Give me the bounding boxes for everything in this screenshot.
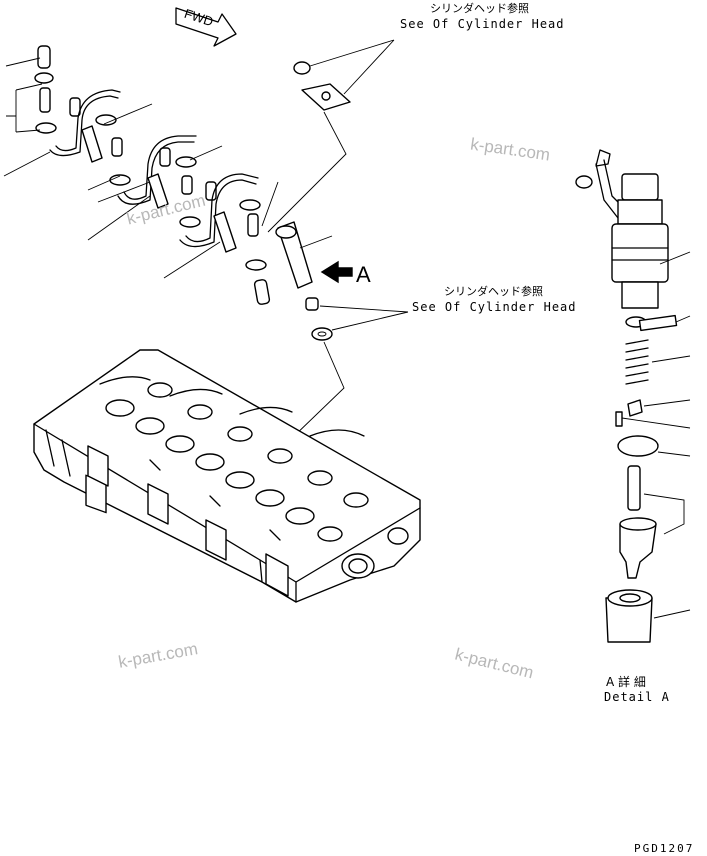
fwd-arrow-icon bbox=[175, 7, 237, 47]
detail-a-title-en: Detail A bbox=[604, 690, 670, 704]
detail-a-title-jp: A 詳 細 bbox=[606, 675, 646, 689]
cylinder-head-ref-parts-top bbox=[267, 39, 395, 233]
injector-detail-a bbox=[575, 149, 691, 643]
cylinder-head-ref-en-mid: See Of Cylinder Head bbox=[412, 300, 577, 314]
view-a-arrow-icon bbox=[320, 260, 353, 284]
cylinder-head-ref-parts-mid bbox=[289, 297, 409, 441]
cylinder-head-ref-jp-top: シリンダヘッド参照 bbox=[430, 2, 529, 15]
cylinder-head-ref-en-top: See Of Cylinder Head bbox=[400, 17, 565, 31]
page-code: PGD1207 bbox=[634, 842, 695, 855]
view-letter-a: A bbox=[356, 262, 371, 287]
cylinder-head-block bbox=[33, 349, 421, 603]
injection-pipe-assembly bbox=[3, 45, 333, 305]
cylinder-head-ref-jp-mid: シリンダヘッド参照 bbox=[444, 285, 543, 298]
